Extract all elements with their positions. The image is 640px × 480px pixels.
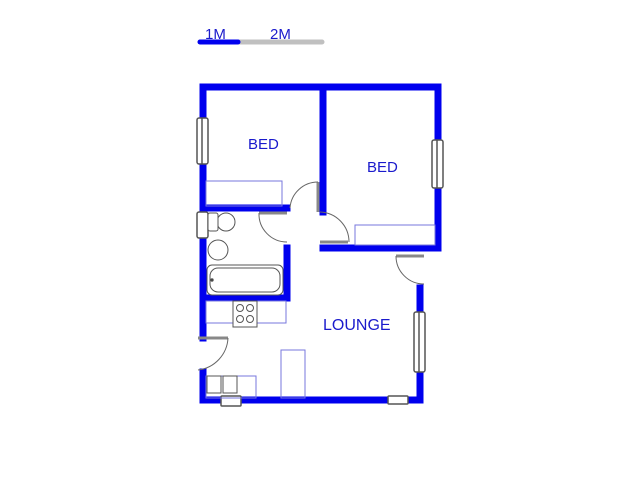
room-label-bed-2: BED <box>367 159 398 176</box>
basin <box>207 239 229 261</box>
room-label-bed-1: BED <box>248 136 279 153</box>
walls <box>199 83 442 404</box>
sink-right <box>222 375 238 394</box>
scale-label-1m: 1M <box>205 26 226 43</box>
bathroom-fixtures <box>206 212 284 394</box>
toilet <box>216 212 236 232</box>
sink-left <box>206 375 222 394</box>
scale-bar: 1M 2M <box>197 26 325 45</box>
cabinet-lounge <box>280 349 306 399</box>
room-label-lounge: LOUNGE <box>323 317 391 334</box>
cupboard-bed1 <box>205 180 283 207</box>
cupboard-bed2 <box>354 224 436 246</box>
scale-label-2m: 2M <box>270 26 291 43</box>
window-bathroom <box>196 211 209 239</box>
window-lounge-bottom <box>387 395 409 405</box>
doors <box>197 181 425 371</box>
stove <box>232 300 258 328</box>
